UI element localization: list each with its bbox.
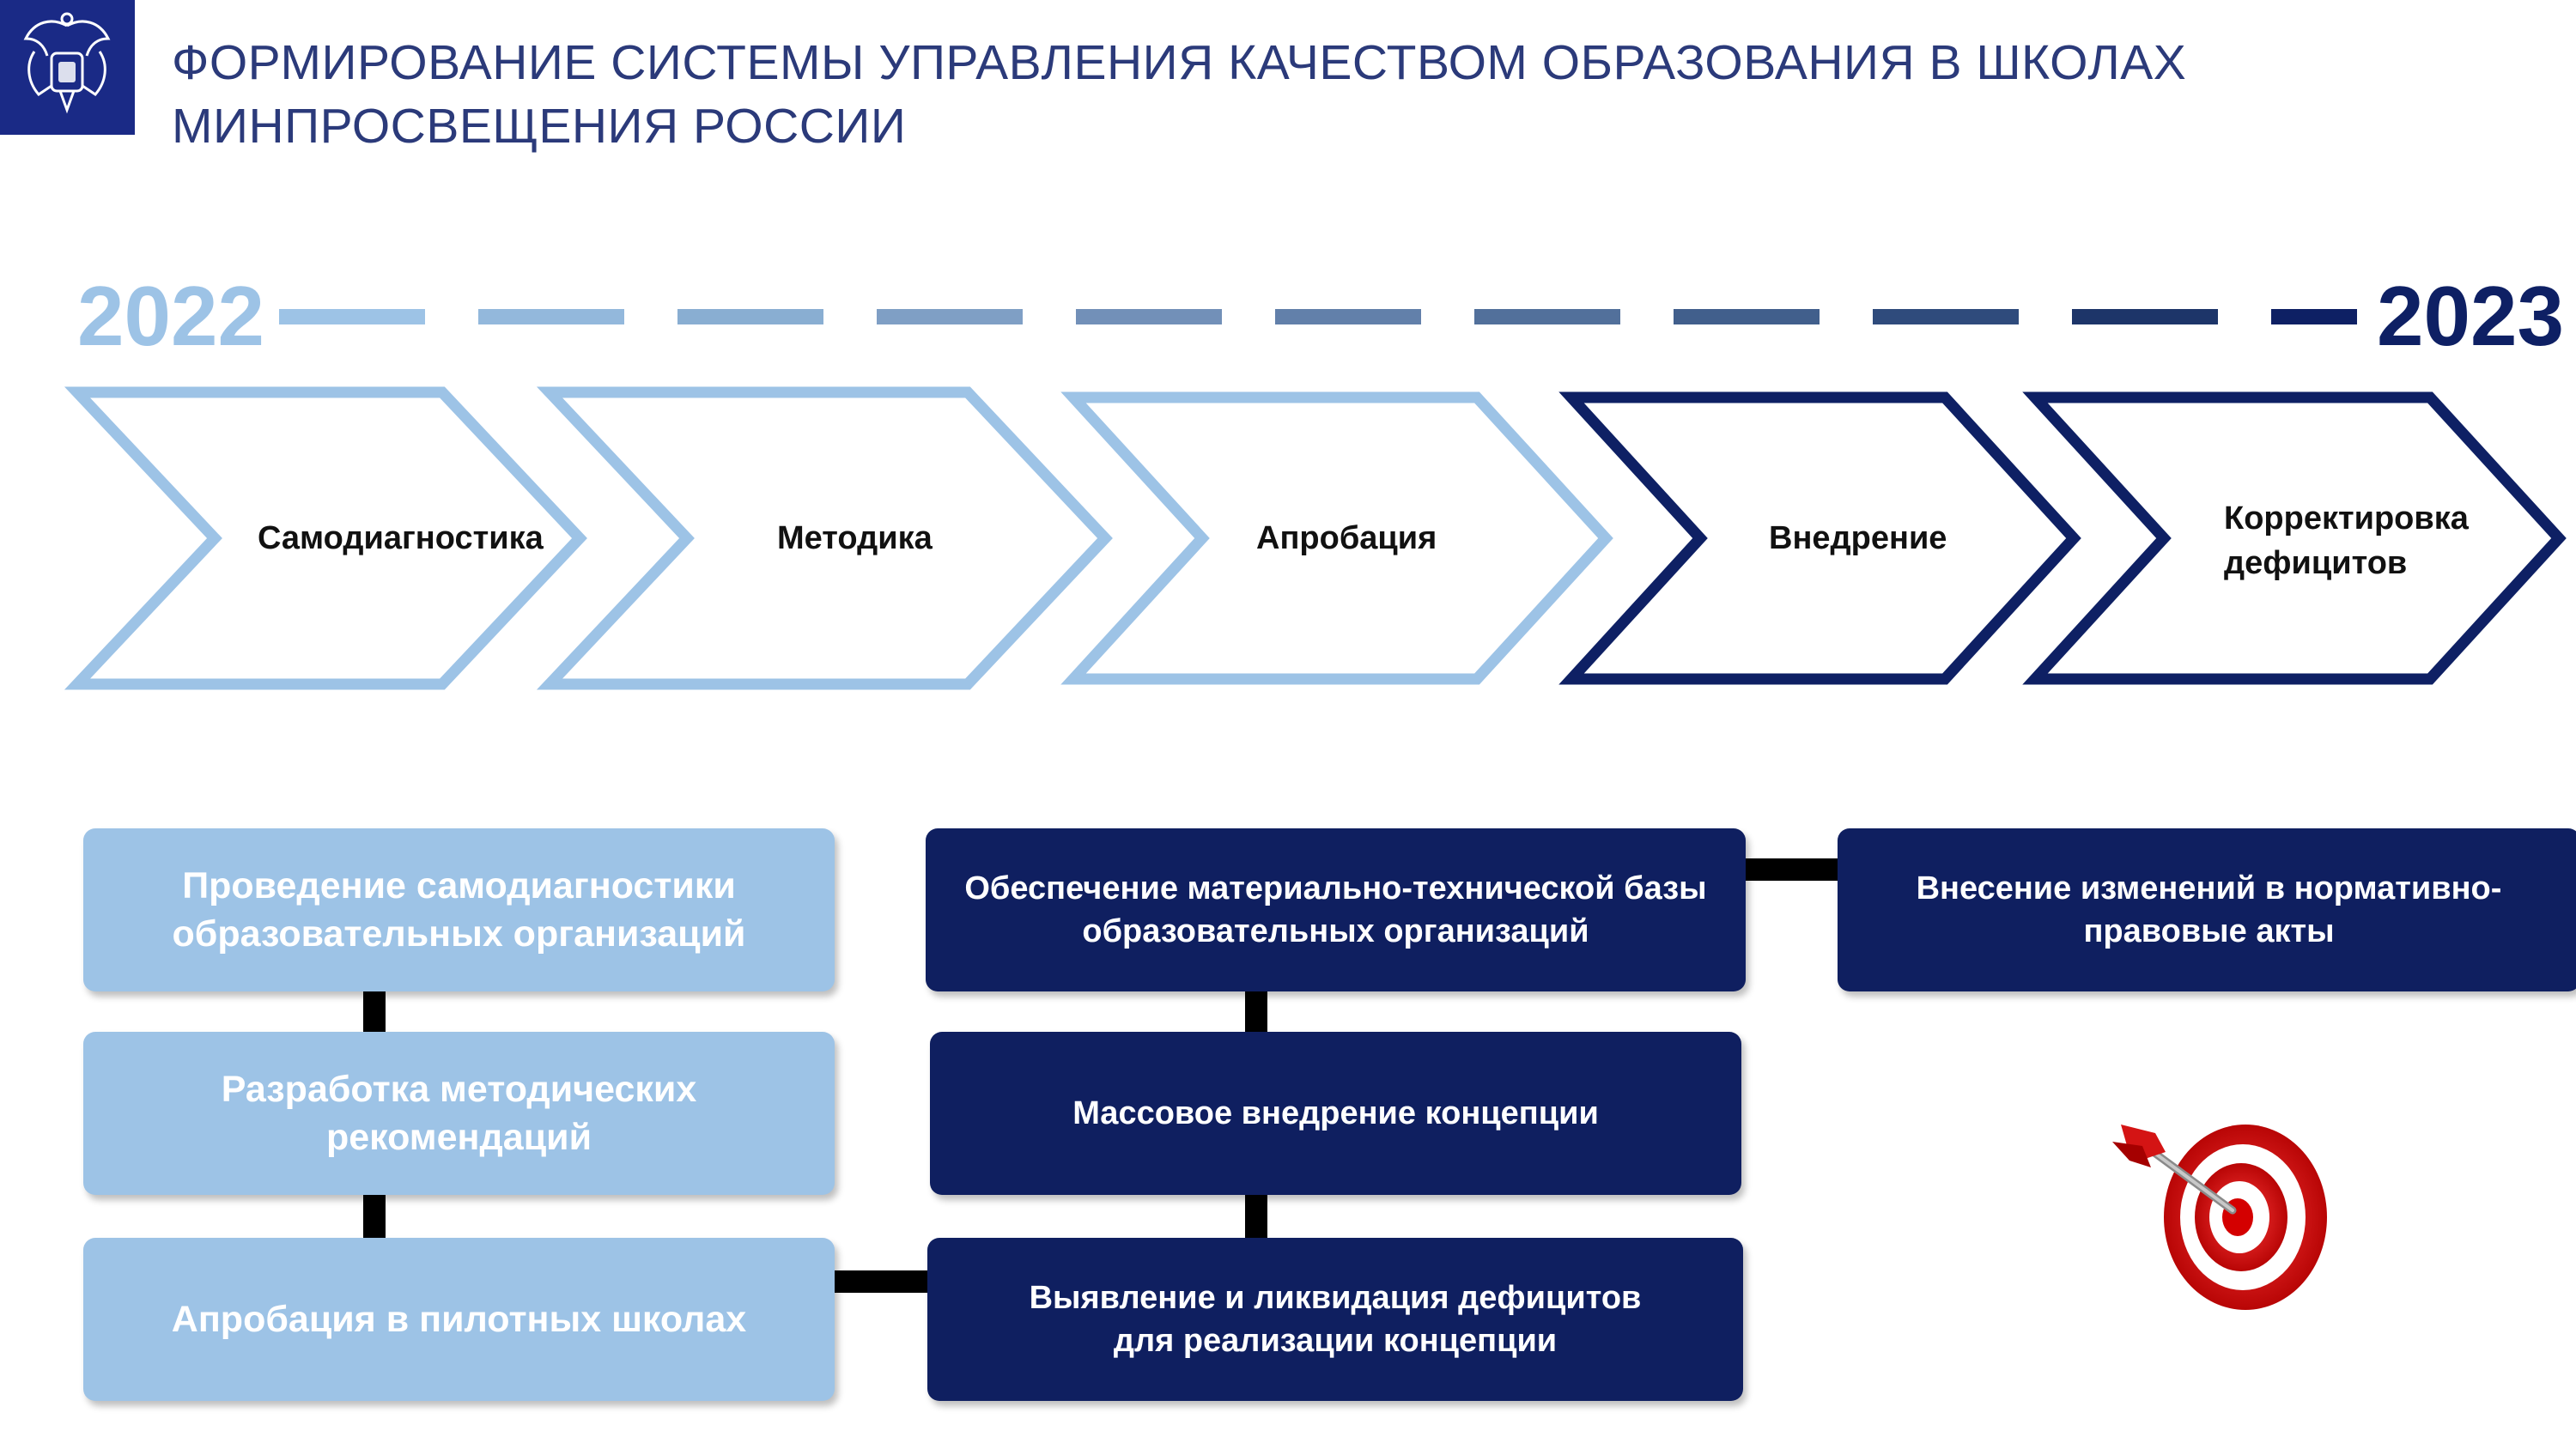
stage-chevrons — [64, 386, 2567, 690]
step-deficits-text: Выявление и ликвидация дефицитов для реа… — [1029, 1280, 1642, 1359]
title-line-1: ФОРМИРОВАНИЕ СИСТЕМЫ УПРАВЛЕНИЯ КАЧЕСТВО… — [172, 35, 2187, 90]
step-self-diagnostics-text: Проведение самодиагностики образовательн… — [172, 865, 746, 955]
stage-label-testing: Апробация — [1256, 520, 1437, 556]
chevron-implementation — [1558, 391, 2081, 685]
stage-label-correction: Корректировка дефицитов — [2224, 496, 2469, 585]
stage-label-implementation: Внедрение — [1769, 520, 1947, 556]
connector — [1245, 989, 1267, 1032]
step-deficits: Выявление и ликвидация дефицитов для реа… — [927, 1238, 1743, 1401]
step-mass-implementation-text: Массовое внедрение концепции — [1072, 1095, 1599, 1131]
page-title: ФОРМИРОВАНИЕ СИСТЕМЫ УПРАВЛЕНИЯ КАЧЕСТВО… — [172, 31, 2186, 158]
step-pilot-testing: Апробация в пилотных школах — [83, 1238, 835, 1401]
step-legal-acts-text: Внесение изменений в нормативно-правовые… — [1916, 870, 2502, 949]
coat-of-arms-icon — [0, 0, 135, 135]
dart-target-icon — [2112, 1125, 2327, 1310]
stage-label-correction-line1: Корректировка — [2224, 500, 2469, 537]
step-method-recommendations: Разработка методических рекомендаций — [83, 1032, 835, 1195]
connector — [363, 1195, 386, 1238]
start-year: 2022 — [77, 269, 265, 363]
end-year: 2023 — [2377, 269, 2565, 363]
step-material-base: Обеспечение материально-технической базы… — [926, 828, 1746, 991]
chevron-self-diagnostics — [64, 386, 587, 690]
chevron-method — [536, 386, 1113, 690]
step-self-diagnostics: Проведение самодиагностики образовательн… — [83, 828, 835, 991]
chevron-testing — [1060, 391, 1613, 685]
stage-label-method: Методика — [777, 520, 933, 556]
step-material-base-text: Обеспечение материально-технической базы… — [964, 870, 1707, 949]
step-method-recommendations-text: Разработка методических рекомендаций — [221, 1069, 697, 1158]
step-pilot-testing-text: Апробация в пилотных школах — [171, 1299, 747, 1340]
connector — [1245, 1195, 1267, 1238]
step-mass-implementation: Массовое внедрение концепции — [930, 1032, 1741, 1195]
stage-label-correction-line2: дефицитов — [2224, 545, 2408, 581]
stage-label-self-diagnostics: Самодиагностика — [258, 520, 544, 556]
connector — [363, 989, 386, 1032]
connector — [833, 1270, 932, 1293]
connector — [1743, 858, 1842, 881]
title-line-2: МИНПРОСВЕЩЕНИЯ РОССИИ — [172, 99, 907, 154]
step-legal-acts: Внесение изменений в нормативно-правовые… — [1838, 828, 2576, 991]
chevron-correction — [2022, 391, 2567, 685]
